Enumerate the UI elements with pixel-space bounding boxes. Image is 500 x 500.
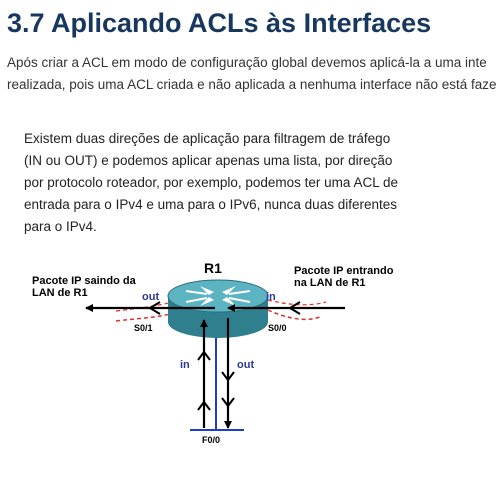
body-line: (IN ou OUT) e podemos aplicar apenas uma… (24, 153, 393, 168)
iface-bottom-label: F0/0 (202, 435, 220, 445)
intro-line: Após criar a ACL em modo de configuração… (7, 55, 487, 70)
left-caption-line: LAN de R1 (32, 287, 88, 299)
left-caption-line: Pacote IP saindo da (32, 275, 137, 287)
out-left-label: out (142, 291, 159, 303)
iface-right-label: S0/0 (268, 323, 287, 333)
body-line: para o IPv4. (24, 219, 97, 234)
iface-left-label: S0/1 (134, 323, 153, 333)
in-right-label: in (266, 291, 276, 303)
router-icon (167, 279, 269, 338)
intro-paragraph: Após criar a ACL em modo de configuração… (7, 52, 500, 96)
body-line: entrada para o IPv4 e uma para o IPv6, n… (24, 197, 397, 212)
intro-line: realizada, pois uma ACL criada e não apl… (7, 77, 497, 92)
out-bottom-label: out (237, 359, 254, 371)
page-title: 3.7 Aplicando ACLs às Interfaces (7, 8, 432, 38)
right-caption-line: na LAN de R1 (294, 277, 366, 289)
body-line: por protocolo roteador, por exemplo, pod… (24, 175, 398, 190)
right-link-dashed (267, 309, 323, 321)
router-label: R1 (204, 260, 222, 276)
right-caption-line: Pacote IP entrando (294, 265, 394, 277)
in-bottom-label: in (180, 359, 190, 371)
left-out-arrow-tick (149, 301, 161, 309)
body-line: Existem duas direções de aplicação para … (24, 131, 391, 146)
body-paragraph: Existem duas direções de aplicação para … (24, 128, 424, 238)
